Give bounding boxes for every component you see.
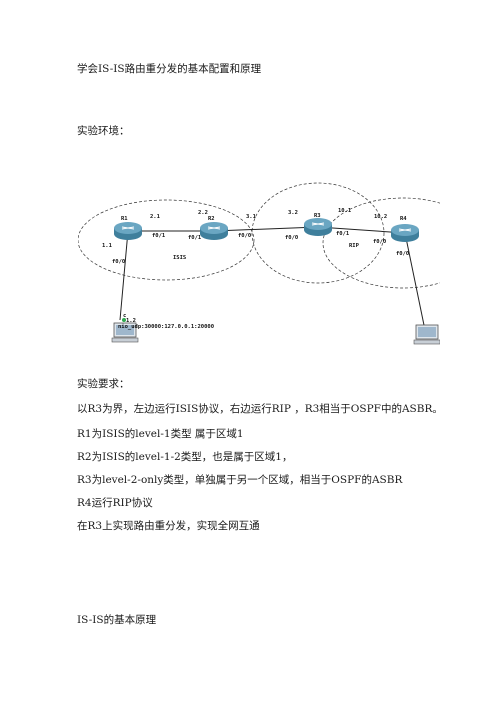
document-title: 学会IS-IS路由重分发的基本配置和原理 xyxy=(77,63,262,75)
router-r3-label: R3 xyxy=(314,213,321,219)
requirement-item: R1为ISIS的level-1类型 属于区域1 xyxy=(77,428,244,440)
r3-if-f0-0: f0/0 xyxy=(285,235,298,241)
isis-area-middle xyxy=(251,182,385,284)
requirement-item: R2为ISIS的level-1-2类型，也是属于区域1， xyxy=(77,451,293,463)
requirements-heading: 实验要求： xyxy=(77,378,130,390)
router-r4-icon xyxy=(391,224,419,242)
requirement-item: R4运行RIP协议 xyxy=(77,497,153,509)
host-right-icon xyxy=(413,324,440,345)
r4-if-f0-0: f0/0 xyxy=(373,239,386,245)
env-heading: 实验环境： xyxy=(77,125,130,137)
router-r2-icon xyxy=(200,222,228,240)
addr-10-1: 10.1 xyxy=(338,208,352,214)
requirement-item: 以R3为界，左边运行ISIS协议，右边运行RIP ，R3相当于OSPF中的ASB… xyxy=(77,403,443,415)
rip-area-label: RIP xyxy=(349,243,360,249)
console-text: nio_udp:30000:127.0.0.1:20000 xyxy=(118,324,214,330)
r2-if-f0-0: f0/0 xyxy=(238,233,251,239)
isis-area-left xyxy=(78,199,255,281)
host-left-icon xyxy=(111,322,139,343)
link-r1-host xyxy=(119,230,129,321)
addr-1-1: 1.1 xyxy=(102,243,113,249)
router-r1-label: R1 xyxy=(121,216,128,222)
host-left-status-icon xyxy=(122,318,126,322)
router-r3-icon xyxy=(304,218,332,236)
r2-if-f0-1: f0/1 xyxy=(188,235,202,241)
host-label: c xyxy=(123,313,126,319)
isis-area-label: ISIS xyxy=(173,255,186,261)
requirement-item: R3为level-2-only类型，单独属于另一个区域，相当于OSPF的ASBR xyxy=(77,474,403,486)
r1-if-f0-0: f0/0 xyxy=(112,259,125,265)
addr-1-2: 1.2 xyxy=(126,318,136,324)
router-r2-label: R2 xyxy=(208,216,215,222)
addr-10-2: 10.2 xyxy=(374,214,387,220)
router-r1-icon xyxy=(114,222,142,240)
link-r4-host xyxy=(404,232,426,331)
addr-2-1: 2.1 xyxy=(150,214,161,220)
r1-if-f0-1: f0/1 xyxy=(152,233,166,239)
r3-if-f0-1: f0/1 xyxy=(336,231,350,237)
link-r2-r3 xyxy=(213,226,319,232)
router-r4-label: R4 xyxy=(400,216,407,222)
addr-2-2: 2.2 xyxy=(198,210,208,216)
requirement-item: 在R3上实现路由重分发，实现全网互通 xyxy=(77,520,260,532)
topology-figure: R1 R2 R3 R4 2.1 2.2 3.1 3.2 10.1 10.2 1.… xyxy=(78,165,440,360)
basics-heading: IS-IS的基本原理 xyxy=(77,614,157,626)
topology-diagram: R1 R2 R3 R4 2.1 2.2 3.1 3.2 10.1 10.2 1.… xyxy=(78,182,440,345)
addr-3-2: 3.2 xyxy=(288,210,298,216)
link-r3-r4 xyxy=(317,226,406,234)
addr-3-1: 3.1 xyxy=(246,214,257,220)
r4-if-f0-0-down: f0/0 xyxy=(396,251,409,257)
